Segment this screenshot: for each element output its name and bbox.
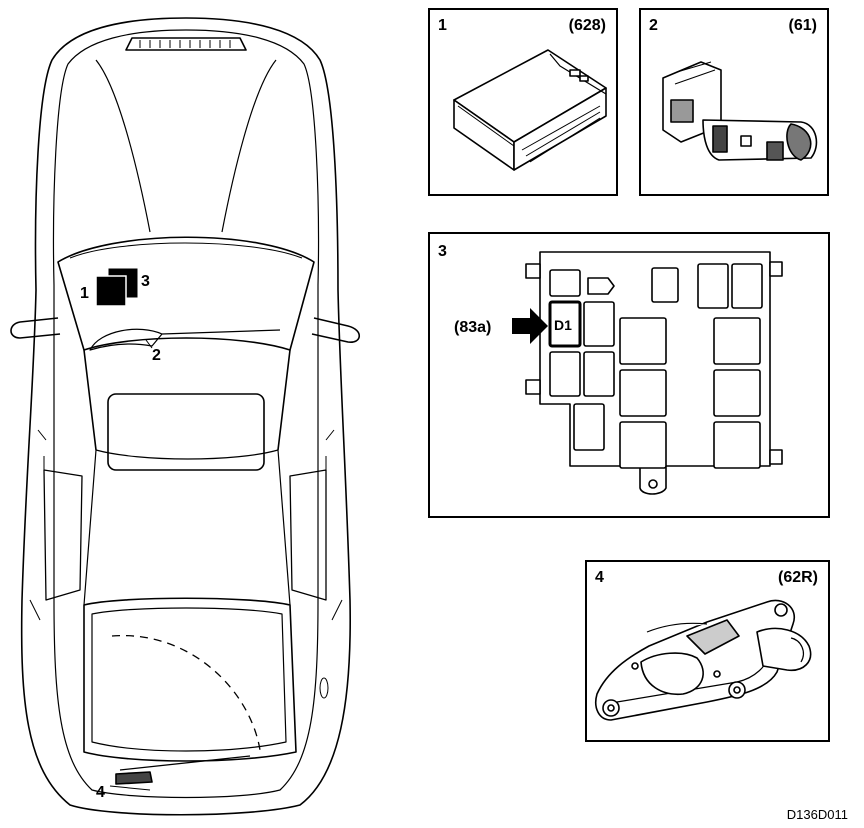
- panel-3: 3 (83: [428, 232, 830, 518]
- panel-2: 2 (61): [639, 8, 829, 196]
- panel-2-number: 2: [649, 17, 658, 34]
- panel-1-ref: (628): [568, 17, 606, 34]
- fuse-label-d1: D1: [554, 317, 572, 333]
- car-callout-2: 2: [152, 347, 161, 364]
- windscreen: [57, 236, 315, 351]
- wiper-motor-drawing: [595, 599, 812, 721]
- panel-4: 4 (62R): [585, 560, 830, 742]
- right-mirror: [311, 317, 361, 343]
- car-callout-1: 1: [80, 285, 89, 302]
- panel-4-number: 4: [595, 569, 604, 586]
- control-unit-1: [95, 275, 127, 307]
- panel-4-ref: (62R): [777, 569, 818, 586]
- car-body-outline: [20, 17, 352, 816]
- fuse-box-drawing: (83a) D1: [454, 251, 783, 495]
- panel-2-ref: (61): [788, 17, 817, 34]
- rear-wiper-motor: [115, 771, 153, 785]
- panel-1: 1 (628): [428, 8, 618, 196]
- panel-1-number: 1: [438, 17, 447, 34]
- arrow-right-icon: [512, 308, 548, 344]
- fuse-box-arrow-label: (83a): [454, 319, 491, 336]
- drawing-code: D136D011: [786, 807, 848, 822]
- panel-3-number: 3: [438, 243, 447, 260]
- rear-window: [83, 597, 297, 762]
- car-callout-3: 3: [141, 273, 150, 290]
- wiper-switch-drawing: [662, 61, 818, 161]
- left-mirror: [10, 317, 61, 339]
- grille: [125, 37, 247, 51]
- control-module-drawing: [453, 49, 607, 171]
- car-callout-4: 4: [96, 784, 105, 801]
- sunroof: [107, 393, 265, 471]
